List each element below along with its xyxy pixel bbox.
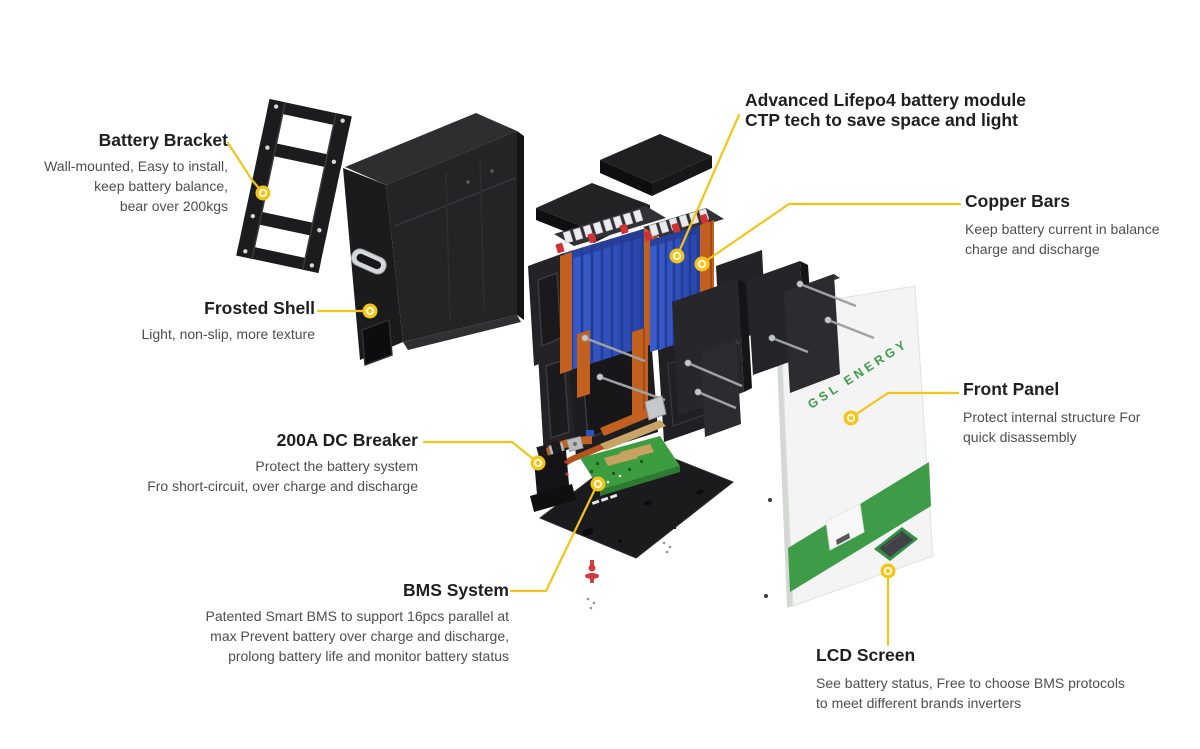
callout-battery-bracket: Battery Bracket Wall-mounted, Easy to in… bbox=[18, 130, 228, 217]
shell-handle bbox=[350, 248, 387, 275]
callout-dc-breaker: 200A DC Breaker Protect the battery syst… bbox=[140, 430, 418, 497]
black-terminal bbox=[667, 507, 681, 529]
callout-line: Light, non-slip, more texture bbox=[141, 325, 315, 342]
callout-dot-frosted-shell bbox=[362, 303, 378, 319]
callout-line: Keep battery current in balance bbox=[965, 220, 1160, 237]
callout-line: Protect the battery system bbox=[255, 457, 418, 474]
top-lid-right bbox=[600, 134, 712, 196]
red-terminal bbox=[585, 560, 599, 583]
callout-title: Frosted Shell bbox=[204, 298, 315, 318]
callout-line: Patented Smart BMS to support 16pcs para… bbox=[205, 607, 510, 624]
callout-line: See battery status, Free to choose BMS p… bbox=[816, 674, 1125, 691]
callout-lifepo4-module: Advanced Lifepo4 battery module CTP tech… bbox=[745, 90, 1085, 131]
callout-title: 200A DC Breaker bbox=[276, 430, 418, 450]
callout-copper-bars: Copper Bars Keep battery current in bala… bbox=[965, 191, 1190, 260]
wall-bracket-part bbox=[236, 99, 352, 273]
callout-line: max Prevent battery over charge and disc… bbox=[210, 627, 509, 644]
leader-bms-system bbox=[509, 483, 599, 593]
callout-line: quick disassembly bbox=[963, 428, 1077, 445]
callout-lcd-screen: LCD Screen See battery status, Free to c… bbox=[816, 645, 1176, 714]
assembly-rods bbox=[581, 280, 875, 410]
callout-line: Fro short-circuit, over charge and disch… bbox=[147, 477, 418, 494]
callout-line: prolong battery life and monitor battery… bbox=[228, 647, 509, 664]
callout-dot-front-panel bbox=[843, 410, 859, 426]
callout-title: Front Panel bbox=[963, 379, 1060, 399]
callout-dot-lifepo4-module bbox=[669, 248, 685, 264]
shell-cutout bbox=[361, 318, 393, 367]
callout-line: Wall-mounted, Easy to install, bbox=[44, 157, 228, 174]
bms-pcb bbox=[580, 436, 680, 496]
callout-line: charge and discharge bbox=[965, 240, 1100, 257]
callout-line: to meet different brands inverters bbox=[816, 694, 1022, 711]
callout-leader-lines bbox=[226, 113, 962, 647]
loose-screws bbox=[586, 541, 672, 610]
callout-title: Advanced Lifepo4 battery module bbox=[745, 90, 1027, 110]
leader-front-panel bbox=[850, 391, 960, 419]
callout-dot-lcd-screen bbox=[880, 563, 896, 579]
callout-dot-copper-bars bbox=[694, 256, 710, 272]
callout-title: Battery Bracket bbox=[98, 130, 228, 150]
leader-lifepo4-module bbox=[676, 113, 741, 256]
callout-dots bbox=[255, 185, 896, 579]
frosted-shell-part bbox=[343, 113, 524, 367]
callout-title: LCD Screen bbox=[816, 645, 916, 665]
lcd-window-cutout bbox=[825, 503, 865, 551]
leader-dc-breaker bbox=[422, 440, 539, 464]
callout-title: Copper Bars bbox=[965, 191, 1071, 211]
callout-dot-bms-system bbox=[590, 476, 606, 492]
leader-copper-bars bbox=[701, 202, 962, 265]
dc-breaker-part bbox=[530, 439, 576, 512]
callout-dot-battery-bracket bbox=[255, 185, 271, 201]
bms-assembly bbox=[530, 395, 772, 610]
callout-frosted-shell: Frosted Shell Light, non-slip, more text… bbox=[120, 298, 315, 345]
callout-line: keep battery balance, bbox=[94, 177, 228, 194]
callout-line: bear over 200kgs bbox=[119, 197, 228, 214]
callout-bms-system: BMS System Patented Smart BMS to support… bbox=[165, 580, 510, 667]
callout-dot-dc-breaker bbox=[530, 455, 546, 471]
lcd-screen-part bbox=[874, 527, 918, 561]
callout-title: CTP tech to save space and light bbox=[745, 109, 1018, 130]
callout-title: BMS System bbox=[402, 580, 509, 600]
callout-line: Protect internal structure For bbox=[963, 408, 1141, 425]
callout-front-panel: Front Panel Protect internal structure F… bbox=[963, 379, 1183, 448]
